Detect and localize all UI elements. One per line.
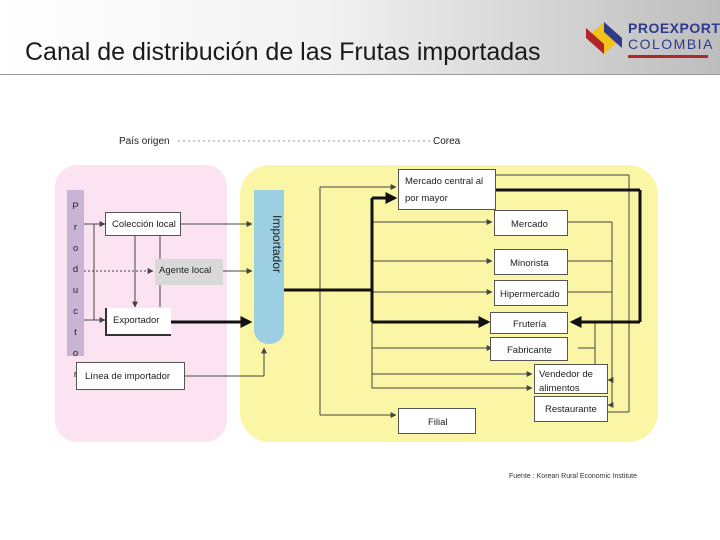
vendedor-alimentos-node: Vendedor de alimentos <box>534 364 608 394</box>
source-note: Fuente : Korean Rural Economic Institute <box>509 473 638 480</box>
fabricante-node: Fabricante <box>490 337 568 361</box>
mercado-central-label: Mercado central al <box>405 176 484 187</box>
exportador-label: Exportador <box>113 315 160 326</box>
fruteria-label: Frutería <box>513 319 547 330</box>
restaurante-label: Restaurante <box>545 404 597 415</box>
productor-letter: P <box>72 201 79 212</box>
fruteria-node: Frutería <box>490 312 568 334</box>
productor-label: P r o d u c t o r <box>70 196 81 385</box>
mercado-central-node: Mercado central al por mayor <box>398 169 496 210</box>
logo-word-proexport: PROEXPORT <box>628 20 720 36</box>
mercado-central-label-2: por mayor <box>405 193 448 204</box>
proexport-logo: PROEXPORT COLOMBIA <box>582 10 720 64</box>
linea-importador-label: Línea de importador <box>85 371 171 382</box>
origin-country-label: País origen <box>119 136 170 147</box>
linea-importador-node: Línea de importador <box>76 362 185 390</box>
filial-label: Filial <box>428 417 448 428</box>
logo-underline <box>628 55 708 58</box>
productor-letter: d <box>72 264 79 275</box>
vendedor-alimentos-label: Vendedor de <box>539 369 593 380</box>
productor-letter: t <box>74 327 77 338</box>
destination-country-label: Corea <box>433 136 461 147</box>
agente-local-label: Agente local <box>159 265 212 276</box>
productor-letter: c <box>73 306 78 317</box>
vendedor-alimentos-label-2: alimentos <box>539 383 580 394</box>
minorista-label: Minorista <box>510 258 549 269</box>
minorista-node: Minorista <box>494 249 568 275</box>
hipermercado-node: Hipermercado <box>494 280 568 306</box>
productor-letter: r <box>70 364 81 385</box>
mercado-label: Mercado <box>511 219 548 230</box>
exportador-node: Exportador <box>105 308 171 336</box>
coleccion-local-label: Colección local <box>112 219 176 230</box>
korea-region <box>240 165 658 442</box>
fabricante-label: Fabricante <box>507 345 552 356</box>
coleccion-local-node: Colección local <box>105 212 181 236</box>
filial-node: Filial <box>398 408 476 434</box>
logo-word-colombia: COLOMBIA <box>628 36 714 52</box>
productor-letter: r <box>73 222 78 233</box>
header-divider <box>0 74 720 75</box>
productor-node: P r o d u c t o r <box>67 190 84 380</box>
agente-local-node: Agente local <box>155 259 223 285</box>
productor-letter: u <box>72 285 79 296</box>
importador-node <box>254 190 284 344</box>
productor-letter: o <box>72 348 79 359</box>
mercado-node: Mercado <box>494 210 568 236</box>
productor-letter: o <box>72 243 79 254</box>
importador-label: Importador <box>270 215 284 274</box>
hipermercado-label: Hipermercado <box>500 289 560 300</box>
page-title: Canal de distribución de las Frutas impo… <box>25 38 541 66</box>
proexport-logo-icon <box>586 22 622 54</box>
restaurante-node: Restaurante <box>534 396 608 422</box>
